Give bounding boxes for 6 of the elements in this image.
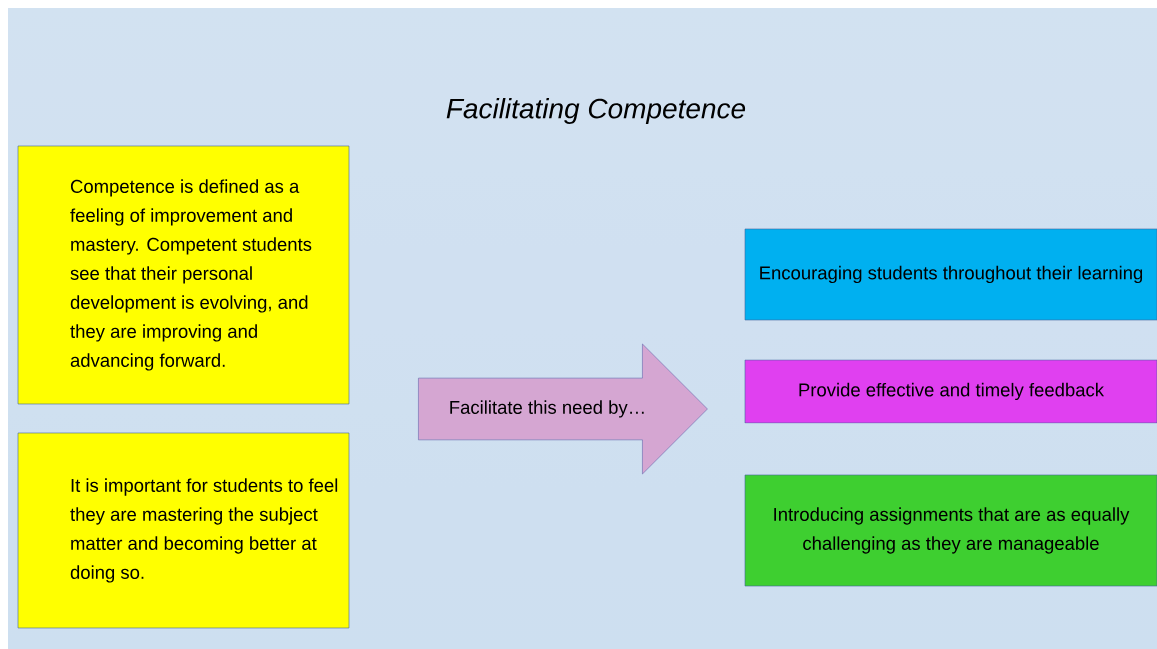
text-box: Provide effective and timely feedback: [744, 359, 1157, 424]
text-box: Introducing assignments that are as equally challenging as they are manageable: [744, 474, 1157, 587]
text-box: It is important for students to feel they are mastering the subject matter and becoming better at doing so.: [17, 432, 350, 629]
slide-title: Facilitating Competence: [446, 97, 746, 125]
text-box: Competence is defined as a feeling of improvement and mastery. Competent students see that their personal development is evolving, and they are improving and advancing forward.: [17, 145, 350, 405]
text-box: Encouraging students throughout their learning: [744, 228, 1157, 321]
